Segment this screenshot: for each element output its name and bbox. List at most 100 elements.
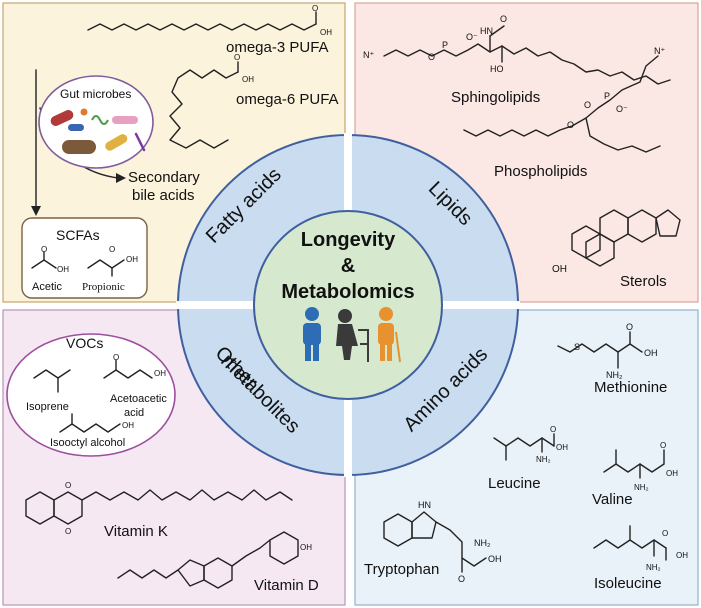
val-nh2: NH₂	[634, 483, 649, 492]
vitk-o-bottom: O	[65, 527, 71, 536]
omega6-structure	[169, 69, 239, 149]
val-o: O	[660, 441, 666, 450]
phospho-o-minus: O⁻	[616, 104, 628, 114]
omega6-label: omega-6 PUFA	[236, 91, 339, 108]
ile-o: O	[662, 529, 668, 538]
ile-oh: OH	[676, 551, 688, 560]
omega3-o-atom: O	[312, 4, 318, 13]
microbe-yellow-icon	[105, 134, 128, 151]
center-title-line1: Longevity	[301, 229, 396, 251]
omega3-structure	[87, 23, 317, 31]
vocs-ellipse	[6, 333, 176, 457]
elderly-cane-icon	[378, 307, 401, 363]
vitamin-k-structure	[25, 489, 293, 525]
acetic-oh: OH	[57, 265, 69, 274]
omega3-oh-atom: OH	[320, 28, 332, 37]
met-oh: OH	[644, 348, 658, 358]
acetoacetic-label: Acetoacetic	[110, 393, 167, 405]
propionic-structure	[87, 259, 125, 269]
sphingolipids-label: Sphingolipids	[451, 89, 540, 106]
trp-hn: HN	[418, 500, 431, 510]
sphingo-hn: HN	[480, 26, 493, 36]
microbe-purple-icon	[134, 132, 146, 152]
met-s: S	[574, 342, 580, 352]
secondary-bile-acids-label: Secondary	[128, 169, 200, 186]
microbe-brown-icon	[62, 140, 96, 154]
ile-nh2: NH₂	[646, 563, 661, 572]
acetic-o: O	[41, 245, 47, 254]
phospho-p: P	[604, 91, 610, 101]
vitamin-d-label: Vitamin D	[254, 577, 319, 594]
isoleucine-label: Isoleucine	[594, 575, 662, 592]
isooctyl-structure	[59, 423, 121, 433]
val-oh: OH	[666, 469, 678, 478]
acetoacetic-structure	[103, 369, 153, 379]
phospho-o: O	[584, 100, 591, 110]
met-nh2: NH₂	[606, 370, 623, 380]
trp-o: O	[458, 574, 465, 584]
omega3-label: omega-3 PUFA	[226, 39, 329, 56]
isooctyl-oh: OH	[122, 421, 134, 430]
propionic-oh: OH	[126, 255, 138, 264]
acetoacetic-label-2: acid	[124, 407, 144, 419]
microbe-red-icon	[50, 110, 74, 126]
acetoacetic-o: O	[113, 353, 119, 362]
microbe-green-icon	[91, 115, 109, 125]
leu-oh: OH	[556, 443, 568, 452]
vocs-title: VOCs	[66, 335, 103, 351]
valine-label: Valine	[592, 491, 633, 508]
met-o: O	[626, 322, 633, 332]
trp-oh: OH	[488, 554, 502, 564]
methionine-structure	[557, 343, 643, 353]
propionic-label: Propionic	[82, 281, 125, 293]
leucine-structure	[493, 437, 555, 447]
sphingo-p: P	[442, 40, 448, 50]
leu-o: O	[550, 425, 556, 434]
sterol-oh: OH	[552, 264, 567, 275]
isooctyl-label: Isooctyl alcohol	[50, 437, 125, 449]
microbe-blue-icon	[68, 124, 84, 131]
gut-microbes-label: Gut microbes	[60, 87, 131, 101]
sphingolipid-structure	[383, 43, 671, 85]
isoprene-label: Isoprene	[26, 401, 69, 413]
center-title-line2: &	[341, 255, 355, 277]
acetoacetic-oh: OH	[154, 369, 166, 378]
center-title-line3: Metabolomics	[281, 281, 414, 303]
vitd-oh: OH	[300, 543, 312, 552]
valine-structure	[603, 463, 665, 473]
elderly-walker-icon	[336, 309, 369, 362]
phospho-n-plus: N⁺	[654, 46, 665, 56]
acetic-label: Acetic	[32, 281, 62, 293]
sphingo-n-plus: N⁺	[363, 50, 374, 60]
arrow-head-scfas	[31, 206, 41, 216]
young-person-icon	[303, 307, 321, 361]
omega6-o-atom: O	[234, 53, 240, 62]
microbe-pink-icon	[112, 116, 138, 124]
propionic-o: O	[109, 245, 115, 254]
sphingo-amide-o: O	[500, 14, 507, 24]
isoprene-structure	[33, 369, 71, 379]
vitk-o-top: O	[65, 481, 71, 490]
center-circle	[253, 210, 443, 400]
vitamin-d-structure	[117, 531, 299, 589]
tryptophan-structure	[383, 511, 487, 573]
phospholipid-structure	[463, 55, 659, 137]
scfas-box	[21, 217, 148, 299]
scfas-title: SCFAs	[56, 227, 100, 243]
leu-nh2: NH₂	[536, 455, 551, 464]
sterols-label: Sterols	[620, 273, 667, 290]
secondary-bile-acids-label-2: bile acids	[132, 187, 195, 204]
sterol-structure	[571, 209, 681, 267]
phospho-ester-o: O	[567, 120, 574, 130]
sphingo-o-minus: O⁻	[466, 32, 478, 42]
tryptophan-label: Tryptophan	[364, 561, 439, 578]
phospholipids-label: Phospholipids	[494, 163, 587, 180]
leucine-label: Leucine	[488, 475, 541, 492]
sphingo-ho: HO	[490, 64, 504, 74]
vitamin-k-label: Vitamin K	[104, 523, 168, 540]
arrow-head-bile-acids	[116, 173, 126, 183]
omega6-oh-atom: OH	[242, 75, 254, 84]
sphingo-o: O	[428, 52, 435, 62]
